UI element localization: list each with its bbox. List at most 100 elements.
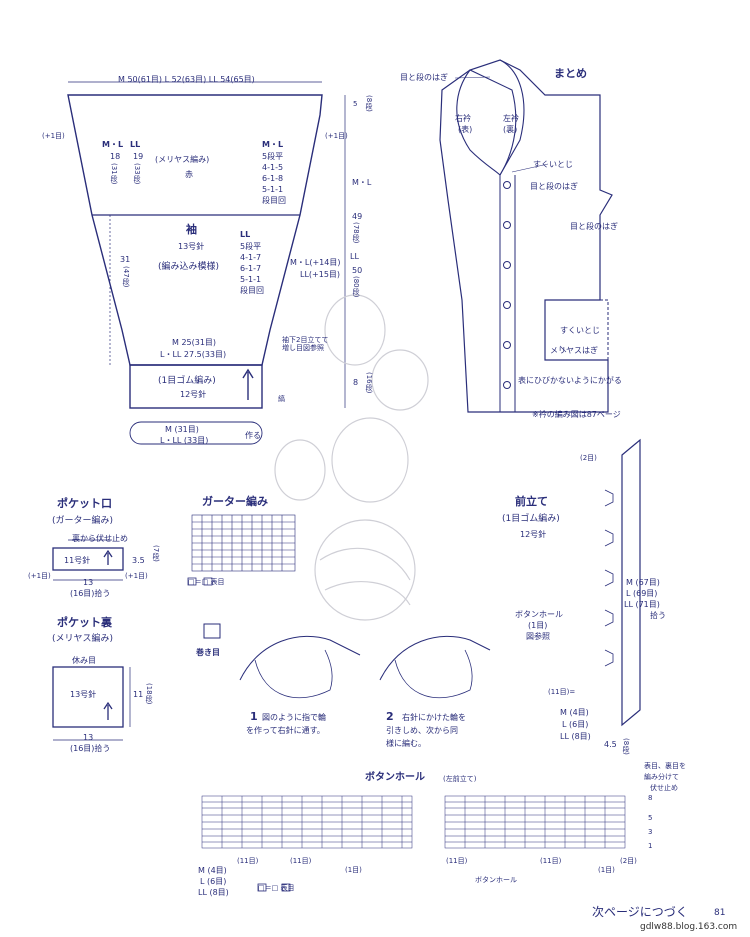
cast-on-title: 巻き目 (196, 648, 220, 657)
buttonhole-legend: □＝□ 表目 (258, 884, 295, 892)
cast-on-step1-num: 1 (250, 710, 258, 723)
sleeve-ml-val: 18 (110, 152, 121, 161)
pocket-lining-rest: 休み目 (72, 656, 96, 665)
assembly-left-collar: 左衿 (503, 114, 519, 123)
sleeve-right-ml-rows: (78段) (352, 222, 361, 244)
front-band-l-sts: L (6目) (562, 720, 589, 729)
assembly-note-collar: ※衿の編み図は87ページ (532, 410, 621, 419)
pocket-lining-needle: 13号針 (70, 690, 97, 699)
sleeve-ll-val: 19 (133, 152, 144, 161)
buttonhole-sts11b: (11目) (290, 857, 312, 865)
sleeve-inc-right: (+1目) (325, 132, 348, 140)
buttonhole-note2: 編み分けて (644, 773, 679, 781)
buttonhole-title: ボタンホール (365, 772, 425, 783)
cast-on-step2-num: 2 (386, 710, 394, 723)
assembly-note-front: 表にひびかないようにかがる (518, 376, 622, 385)
sleeve-ll-label: LL (240, 230, 251, 239)
pocket-edge-inc-right: (+1目) (125, 572, 148, 580)
front-band-buttonhole-sts: (1目) (528, 621, 548, 630)
front-band-buttonhole: ボタンホール (515, 610, 563, 619)
buttonhole-note1: 表目、裏目を (644, 762, 686, 770)
sleeve-left-measure: 31 (120, 255, 131, 264)
buttonhole-row3: 3 (648, 828, 653, 836)
sleeve-cuff-needle: 12号針 (180, 390, 207, 399)
pocket-edge-depth: 3.5 (132, 556, 145, 565)
pocket-edge-box (52, 547, 124, 571)
garter-title: ガーター編み (202, 495, 268, 508)
sleeve-right-ll-rows: (80段) (352, 276, 361, 298)
sleeve-color: 赤 (185, 170, 193, 179)
buttonhole-sts1a: (1目) (345, 866, 362, 874)
front-band-pickup-label: 拾う (650, 611, 666, 620)
buttonhole-sts11d: (11目) (540, 857, 562, 865)
assembly-stockinette-join: メリヤスはぎ (550, 346, 598, 355)
sleeve-note-cuff: 袖下2目立てて増し目図参照 (282, 336, 329, 353)
sleeve-ll-rate5: 段目回 (240, 286, 264, 295)
front-band-title: 前立て (515, 495, 548, 508)
cast-on-step2-text2: 引きしめ、次から同 (386, 726, 458, 735)
buttonhole-row5: 5 (648, 814, 653, 822)
pocket-lining-box (52, 666, 124, 728)
sleeve-top-rows-count: (8段) (365, 95, 374, 112)
assembly-right-collar-side: (表) (458, 125, 473, 134)
cast-on-step1-text1: 図のように指で輪 (262, 713, 326, 722)
sleeve-inc-left: (+1目) (42, 132, 65, 140)
pocket-edge-bind-off: 裏から伏せ止め (72, 534, 128, 543)
pocket-edge-subtitle: (ガーター編み) (52, 516, 114, 526)
footer-watermark: gdlw88.blog.163.com (640, 922, 738, 932)
sleeve-right-ml: M・L (352, 178, 372, 187)
sleeve-ll-rate3: 6-1-7 (240, 264, 262, 273)
sleeve-cuff-pattern: (1目ゴム編み) (158, 376, 216, 386)
footer-continue: 次ページにつづく (592, 905, 688, 919)
cardigan-outline (439, 59, 613, 413)
sleeve-cuff-width-m: M 25(31目) (172, 338, 217, 347)
sleeve-cast-on-label: 作る (245, 431, 261, 440)
buttonhole-label: ボタンホール (475, 876, 517, 884)
buttonhole-subtitle: (左前立て) (443, 775, 477, 783)
sleeve-name: 袖 (186, 223, 197, 236)
buttonhole-note3: 伏せ止め (650, 784, 678, 792)
cuff-box (129, 364, 263, 409)
front-band-buttonhole-ref: 図参照 (526, 632, 550, 641)
sleeve-rate2: 4-1-5 (262, 163, 284, 172)
front-band-needle: 12号針 (520, 530, 547, 539)
sleeve-top-rows: 5 (353, 100, 358, 108)
needle-illustration-1 (239, 635, 361, 681)
assembly-right-collar: 右衿 (455, 114, 471, 123)
front-band-ll-sts: LL (8目) (560, 732, 591, 741)
sleeve-ll-rate4: 5-1-1 (240, 275, 262, 284)
sleeve-inc-ml: M・L(+14目) (290, 258, 341, 267)
pocket-lining-height-rows: (18段) (145, 683, 154, 705)
sleeve-rate5: 段目回 (262, 196, 286, 205)
sleeve-section-ml: M・L (102, 140, 124, 149)
sleeve-ml-rows: (31段) (110, 163, 119, 185)
sleeve-pattern: (編み込み模様) (158, 262, 220, 272)
buttonhole-ll: LL (8目) (198, 888, 229, 897)
buttonhole-sts1b: (1目) (598, 866, 615, 874)
assembly-slip-join2: すくいとじ (560, 326, 600, 335)
front-band-pickup-m: M (67目) (626, 578, 660, 587)
pocket-lining-subtitle: (メリヤス編み) (52, 634, 114, 644)
front-band-pickup-l: L (69目) (626, 589, 658, 598)
assembly-title: まとめ (554, 67, 587, 80)
pocket-lining-height: 11 (133, 690, 144, 699)
assembly-label3: 目と段のはぎ (570, 222, 618, 231)
sleeve-section-ll: LL (130, 140, 141, 149)
pocket-lining-width: 13 (83, 733, 94, 742)
buttonhole-row1: 1 (648, 842, 653, 850)
pocket-edge-width: 13 (83, 578, 94, 587)
sleeve-cast-on-l: L・LL (33目) (160, 436, 209, 445)
needle-illustration-2 (379, 635, 491, 681)
sleeve-left-measure-rows: (47段) (122, 266, 131, 288)
pocket-edge-depth-rows: (7段) (152, 545, 161, 562)
assembly-slip-join1: すくいとじ (533, 160, 573, 169)
sleeve-right-ml-val: 49 (352, 212, 363, 221)
sleeve-stitch-name: (メリヤス編み) (155, 155, 210, 164)
pocket-edge-needle: 11号針 (64, 556, 91, 565)
sleeve-needle: 13号針 (178, 242, 205, 251)
sleeve-rate4: 5-1-1 (262, 185, 284, 194)
watermark-drawing (274, 294, 429, 621)
sleeve-cuff-ref: 縞 (278, 395, 285, 403)
front-band-width: 4.5 (604, 740, 617, 749)
